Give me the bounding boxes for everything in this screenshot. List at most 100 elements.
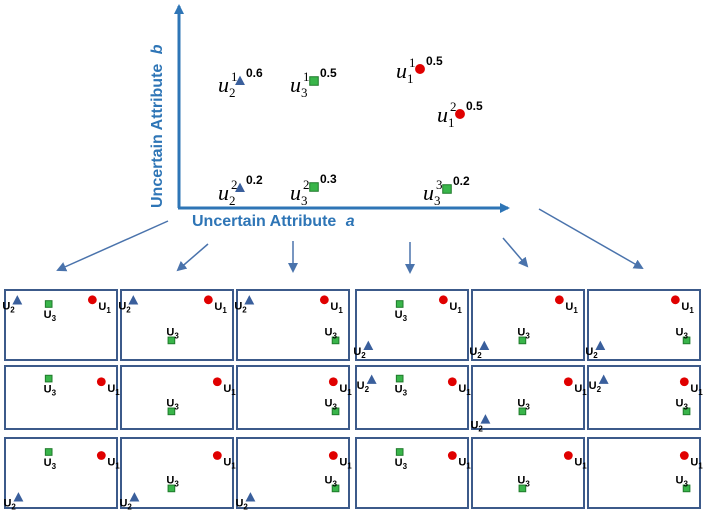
u1-circle-marker [447, 451, 457, 460]
u1-label-letter: U [339, 383, 347, 395]
u3-label: U3 [395, 457, 408, 471]
u3-label-subscript: 3 [174, 402, 179, 411]
circle-marker [415, 64, 425, 74]
y-axis-variable: b [149, 44, 166, 54]
u3-label-subscript: 3 [333, 479, 338, 488]
instance-label: u3 [290, 180, 308, 208]
u2-label-letter: U [353, 346, 361, 358]
u3-square-marker [682, 407, 691, 416]
u1-label-letter: U [339, 457, 347, 469]
instance-probability: 0.2 [453, 174, 470, 188]
u2-label-letter: U [235, 498, 243, 510]
u1-label: U1 [458, 383, 471, 397]
u1-label-letter: U [690, 457, 698, 469]
u3-label-subscript: 3 [52, 314, 57, 323]
u1-circle-marker [96, 377, 106, 387]
u3-label-letter: U [325, 397, 333, 409]
u3-square-marker [167, 407, 176, 416]
u2-label-letter: U [470, 420, 478, 432]
world-frame [355, 289, 469, 361]
u3-square-marker [44, 300, 53, 308]
u2-label-subscript: 2 [597, 385, 602, 394]
instance-probability: 0.2 [246, 173, 263, 187]
u1-label-letter: U [449, 301, 457, 313]
u3-label-subscript: 3 [174, 479, 179, 488]
u3-label-letter: U [166, 326, 174, 338]
instance-symbol: u [218, 180, 229, 205]
u2-label: U2 [119, 498, 132, 512]
u2-label-letter: U [589, 380, 597, 392]
world-frame [471, 365, 585, 430]
u3-square-marker [682, 484, 691, 493]
u3-label-letter: U [44, 457, 52, 469]
instance-symbol: u [396, 58, 407, 83]
u3-square-marker [331, 336, 340, 345]
triangle-marker [235, 75, 245, 86]
u3-label: U3 [325, 397, 338, 411]
u2-triangle-marker [598, 374, 609, 384]
world-frame [355, 365, 469, 430]
u2-triangle-marker [12, 295, 23, 305]
u1-label: U1 [330, 301, 343, 315]
u2-triangle-marker [13, 492, 24, 502]
u2-label-letter: U [119, 498, 127, 510]
u3-label-subscript: 3 [525, 402, 530, 411]
world-frame [120, 365, 234, 430]
square-marker [309, 182, 319, 192]
u1-label-letter: U [107, 457, 115, 469]
u3-label: U3 [325, 326, 338, 340]
u3-label-letter: U [44, 384, 52, 396]
u3-square-marker [44, 374, 53, 383]
u3-square-marker [395, 374, 404, 383]
u1-circle-marker [447, 377, 457, 387]
u3-label: U3 [325, 474, 338, 488]
u3-label-letter: U [166, 474, 174, 486]
u1-label: U1 [574, 457, 587, 471]
u2-label-letter: U [469, 346, 477, 358]
world-frame [587, 289, 701, 361]
u1-label-subscript: 1 [689, 306, 694, 315]
y-axis-label-text: Uncertain Attribute [149, 64, 166, 208]
u3-label-letter: U [325, 326, 333, 338]
u3-label: U3 [676, 397, 689, 411]
u2-label-letter: U [3, 498, 11, 510]
instance-symbol: u [423, 180, 434, 205]
world-frame [587, 437, 701, 509]
u1-label-letter: U [458, 457, 466, 469]
u3-label-subscript: 3 [684, 402, 689, 411]
u2-triangle-marker [244, 295, 255, 305]
u1-circle-marker [670, 295, 680, 305]
instance-subscript: 1 [448, 115, 455, 130]
u2-label-letter: U [118, 301, 126, 313]
u2-label: U2 [3, 498, 16, 512]
u1-circle-marker [96, 451, 106, 460]
u2-label: U2 [2, 301, 15, 315]
u3-label-letter: U [325, 474, 333, 486]
u3-label-subscript: 3 [174, 331, 179, 340]
instance-label: u3 [290, 72, 308, 100]
square-marker [442, 184, 452, 194]
u3-square-marker [682, 336, 691, 345]
u1-label-letter: U [458, 383, 466, 395]
u3-label: U3 [44, 457, 57, 471]
u1-label: U1 [339, 383, 352, 397]
instance-superscript: 1 [231, 69, 238, 84]
u3-square-marker [395, 448, 404, 456]
u2-label: U2 [357, 380, 370, 394]
u1-label-letter: U [574, 457, 582, 469]
u1-circle-marker [328, 377, 338, 387]
u3-label: U3 [395, 309, 408, 323]
u2-label: U2 [470, 420, 483, 434]
u3-square-marker [167, 484, 176, 493]
instance-subscript: 2 [229, 85, 236, 100]
u3-label: U3 [517, 326, 530, 340]
instance-superscript: 3 [436, 177, 443, 192]
